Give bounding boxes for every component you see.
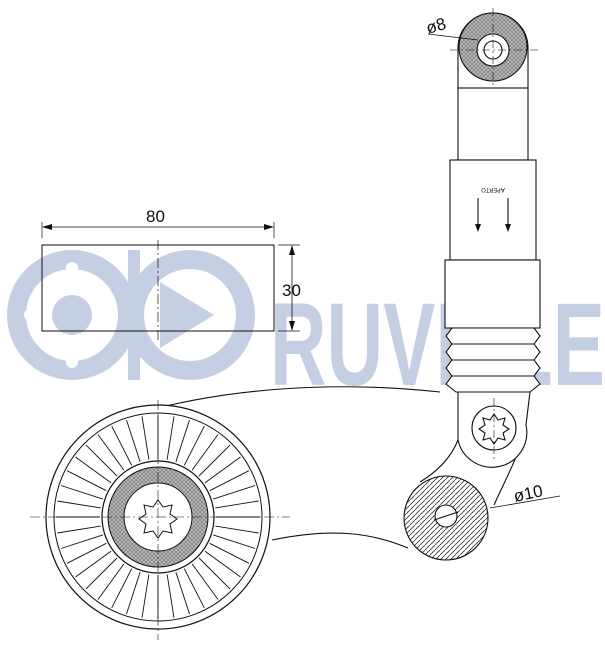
- pulley-rib: [85, 557, 118, 590]
- damper-unit: [444, 8, 541, 468]
- pulley-rib: [215, 525, 259, 534]
- pulley-rib: [75, 456, 112, 484]
- width-dimension-label: 80: [146, 207, 165, 226]
- pulley-ribs: [56, 415, 260, 619]
- pulley-torx-socket: [138, 499, 178, 539]
- pulley-rib: [97, 434, 125, 471]
- pulley-rib: [191, 434, 219, 471]
- pulley-rib: [97, 563, 125, 600]
- pulley-rib: [183, 425, 205, 466]
- tensioner-pulley: [30, 400, 290, 640]
- pulley-rib: [111, 425, 133, 466]
- pulley-rib: [175, 572, 190, 615]
- pulley-rib: [209, 542, 250, 564]
- pulley-rib: [191, 563, 219, 600]
- tensioner-marking: APERTO: [481, 186, 505, 193]
- pulley-rib: [126, 419, 141, 462]
- lower-diameter-label: ø10: [512, 481, 545, 506]
- cylinder-body: [449, 159, 537, 261]
- upper-diameter-callout: [427, 33, 479, 41]
- logo-emblem: [7, 250, 255, 380]
- pulley-rib: [213, 534, 256, 549]
- pulley-rib: [209, 470, 250, 492]
- pulley-rib: [198, 557, 231, 590]
- pulley-rib: [60, 534, 103, 549]
- ruville-logo: RUVILLE: [7, 250, 605, 411]
- pulley-rib: [57, 500, 101, 509]
- pulley-rib: [166, 416, 175, 460]
- pulley-rib: [111, 568, 133, 609]
- pulley-rib: [57, 525, 101, 534]
- pulley-rib: [60, 485, 103, 500]
- piston-rod: [457, 87, 529, 161]
- pulley-rib: [85, 444, 118, 477]
- pulley-rib: [126, 572, 141, 615]
- small-idler: [403, 475, 561, 561]
- pulley-rib: [141, 416, 150, 460]
- dust-bellows: [445, 327, 541, 393]
- pulley-rib: [66, 470, 107, 492]
- pulley-rib: [75, 550, 112, 578]
- brand-wordmark: RUVILLE: [270, 279, 605, 411]
- upper-diameter-label: ø8: [424, 14, 448, 38]
- pulley-rib: [204, 550, 241, 578]
- cylinder-sleeve: [444, 259, 541, 329]
- pulley-rib: [141, 574, 150, 618]
- pulley-rib: [213, 485, 256, 500]
- pulley-rib: [204, 456, 241, 484]
- pulley-rib: [166, 574, 175, 618]
- dimension-box: [41, 222, 300, 340]
- pulley-rib: [66, 542, 107, 564]
- pulley-rib: [183, 568, 205, 609]
- pulley-rib: [215, 500, 259, 509]
- height-dimension-label: 30: [282, 281, 301, 300]
- pulley-rib: [198, 444, 231, 477]
- pulley-rib: [175, 419, 190, 462]
